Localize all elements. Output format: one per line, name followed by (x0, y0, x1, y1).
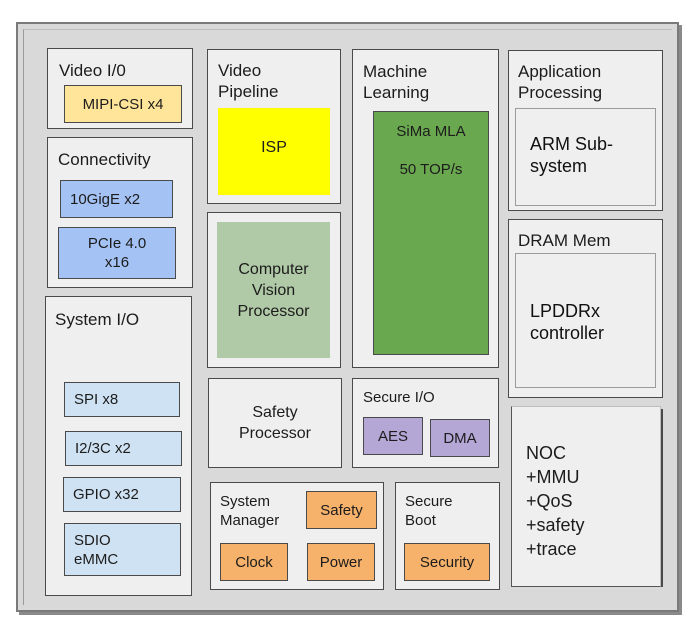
spi-block: SPI x8 (64, 382, 180, 417)
i2c-block: I2/3C x2 (65, 431, 182, 466)
noc-block: NOC +MMU +QoS +safety +trace (511, 406, 661, 587)
power-block: Power (307, 543, 375, 581)
lpddrx-controller-label: LPDDRx controller (530, 301, 605, 343)
mla-performance: 50 TOP/s (399, 161, 463, 178)
arm-subsystem-block: ARM Sub- system (515, 108, 656, 206)
system-io-title: System I/O (55, 310, 140, 329)
security-block: Security (404, 543, 490, 581)
safety-processor-label: Safety Processor (238, 404, 312, 442)
dram-mem-title: DRAM Mem (518, 231, 611, 250)
connectivity-title: Connectivity (58, 150, 151, 169)
aes-block: AES (363, 417, 423, 455)
video-io-title: Video I/0 (59, 61, 126, 80)
lpddrx-controller-block: LPDDRx controller (515, 253, 656, 388)
computer-vision-block: Computer Vision Processor (207, 212, 341, 368)
application-processing-block: Application Processing ARM Sub- system (508, 50, 663, 211)
system-io-block: System I/O SPI x8 I2/3C x2 GPIO x32 SDIO… (45, 296, 192, 596)
safety-processor-block: Safety Processor (208, 378, 342, 468)
machine-learning-title: Machine Learning (363, 62, 430, 102)
pcie-block: PCIe 4.0 x16 (58, 227, 176, 279)
secure-io-title: Secure I/O (363, 389, 435, 406)
system-manager-title: System Manager (220, 493, 280, 529)
computer-vision-processor: Computer Vision Processor (217, 222, 330, 358)
gpio-block: GPIO x32 (63, 477, 181, 512)
mipi-csi-block: MIPI-CSI x4 (64, 85, 182, 123)
sima-mla-block: SiMa MLA 50 TOP/s (373, 111, 489, 355)
dma-block: DMA (430, 419, 490, 457)
isp-block: ISP (218, 108, 330, 195)
machine-learning-block: Machine Learning SiMa MLA 50 TOP/s (352, 49, 499, 368)
connectivity-block: Connectivity 10GigE x2 PCIe 4.0 x16 (47, 137, 193, 288)
sdio-emmc-block: SDIO eMMC (64, 523, 181, 576)
noc-shadow (660, 409, 663, 587)
secure-io-block: Secure I/O AES DMA (352, 378, 499, 468)
secure-boot-title: Secure Boot (405, 493, 453, 529)
application-processing-title: Application Processing (518, 62, 603, 102)
safety-block: Safety (306, 491, 377, 529)
video-pipeline-title: Video Pipeline (218, 61, 279, 101)
video-pipeline-block: Video Pipeline ISP (207, 49, 341, 204)
chip-inner-border (23, 29, 672, 605)
10gige-block: 10GigE x2 (60, 180, 173, 218)
clock-block: Clock (220, 543, 288, 581)
mla-name: SiMa MLA (396, 123, 466, 140)
system-manager-block: System Manager Safety Clock Power (210, 482, 384, 590)
dram-mem-block: DRAM Mem LPDDRx controller (508, 219, 663, 398)
arm-subsystem-label: ARM Sub- system (530, 134, 614, 176)
video-io-block: Video I/0 MIPI-CSI x4 (47, 48, 193, 129)
secure-boot-block: Secure Boot Security (395, 482, 500, 590)
noc-label: NOC +MMU +QoS +safety +trace (526, 443, 585, 559)
